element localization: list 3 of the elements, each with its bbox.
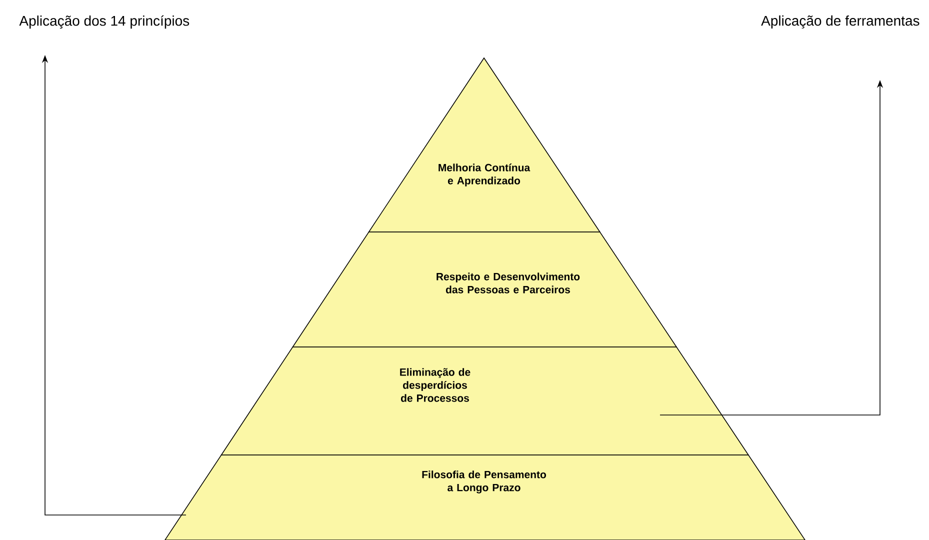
heading: Aplicação dos 14 princípios bbox=[19, 15, 190, 29]
heading: Aplicação de ferramentas bbox=[761, 15, 920, 29]
pyramid-tier: Eliminação de desperdícios de Processos bbox=[220, 346, 750, 456]
